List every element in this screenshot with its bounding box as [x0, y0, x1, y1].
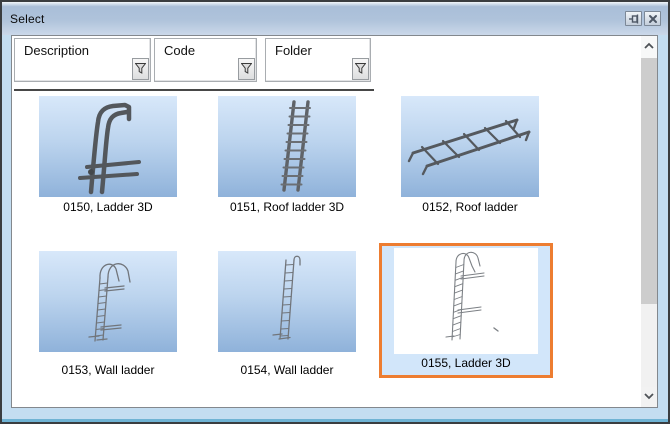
thumbnail-ladder-3d-0150 — [39, 96, 177, 197]
column-header-description[interactable]: Description — [14, 38, 151, 82]
header-underline — [14, 89, 374, 91]
gallery-item-0152[interactable]: 0152, Roof ladder — [401, 96, 539, 214]
gallery-item-0150[interactable]: 0150, Ladder 3D — [39, 96, 177, 214]
thumbnail-roof-ladder-0152 — [401, 96, 539, 197]
pin-icon — [628, 13, 640, 25]
close-icon — [648, 14, 658, 24]
thumbnail-roof-ladder-3d-0151 — [218, 96, 356, 197]
gallery-item-0153[interactable]: 0153, Wall ladder — [39, 251, 177, 377]
column-label: Description — [24, 43, 90, 58]
close-button[interactable] — [644, 11, 661, 26]
chevron-up-icon — [643, 38, 655, 56]
column-header-folder[interactable]: Folder — [265, 38, 371, 82]
window-title: Select — [10, 11, 45, 26]
item-label: 0151, Roof ladder 3D — [229, 200, 345, 214]
content-panel: Description Code — [11, 35, 658, 408]
funnel-icon — [354, 62, 367, 77]
gallery-item-0154[interactable]: 0154, Wall ladder — [218, 251, 356, 377]
funnel-icon — [134, 62, 147, 77]
titlebar[interactable]: Select — [2, 2, 668, 35]
chevron-down-icon — [643, 388, 655, 406]
thumbnail-ladder-3d-0155 — [394, 248, 538, 354]
column-label: Folder — [275, 43, 312, 58]
column-header-code[interactable]: Code — [154, 38, 257, 82]
gallery-item-0155-selected[interactable]: 0155, Ladder 3D — [379, 243, 553, 378]
item-label: 0154, Wall ladder — [240, 363, 334, 377]
item-label: 0155, Ladder 3D — [421, 356, 511, 370]
vertical-scrollbar[interactable] — [641, 36, 657, 407]
scrollbar-thumb[interactable] — [641, 58, 657, 304]
column-label: Code — [164, 43, 196, 58]
pin-button[interactable] — [625, 11, 642, 26]
item-label: 0150, Ladder 3D — [63, 200, 153, 214]
filter-button-folder[interactable] — [352, 58, 369, 80]
thumbnail-wall-ladder-0154 — [218, 251, 356, 352]
item-label: 0153, Wall ladder — [61, 363, 155, 377]
filter-button-code[interactable] — [238, 58, 255, 80]
scroll-down-button[interactable] — [641, 387, 657, 407]
item-label: 0152, Roof ladder — [422, 200, 518, 214]
bottom-accent-line — [2, 419, 668, 422]
gallery-item-0151[interactable]: 0151, Roof ladder 3D — [218, 96, 356, 214]
funnel-icon — [240, 62, 253, 77]
scroll-up-button[interactable] — [641, 36, 657, 58]
thumbnail-wall-ladder-0153 — [39, 251, 177, 352]
filter-button-description[interactable] — [132, 58, 149, 80]
titlebar-buttons — [625, 11, 661, 26]
